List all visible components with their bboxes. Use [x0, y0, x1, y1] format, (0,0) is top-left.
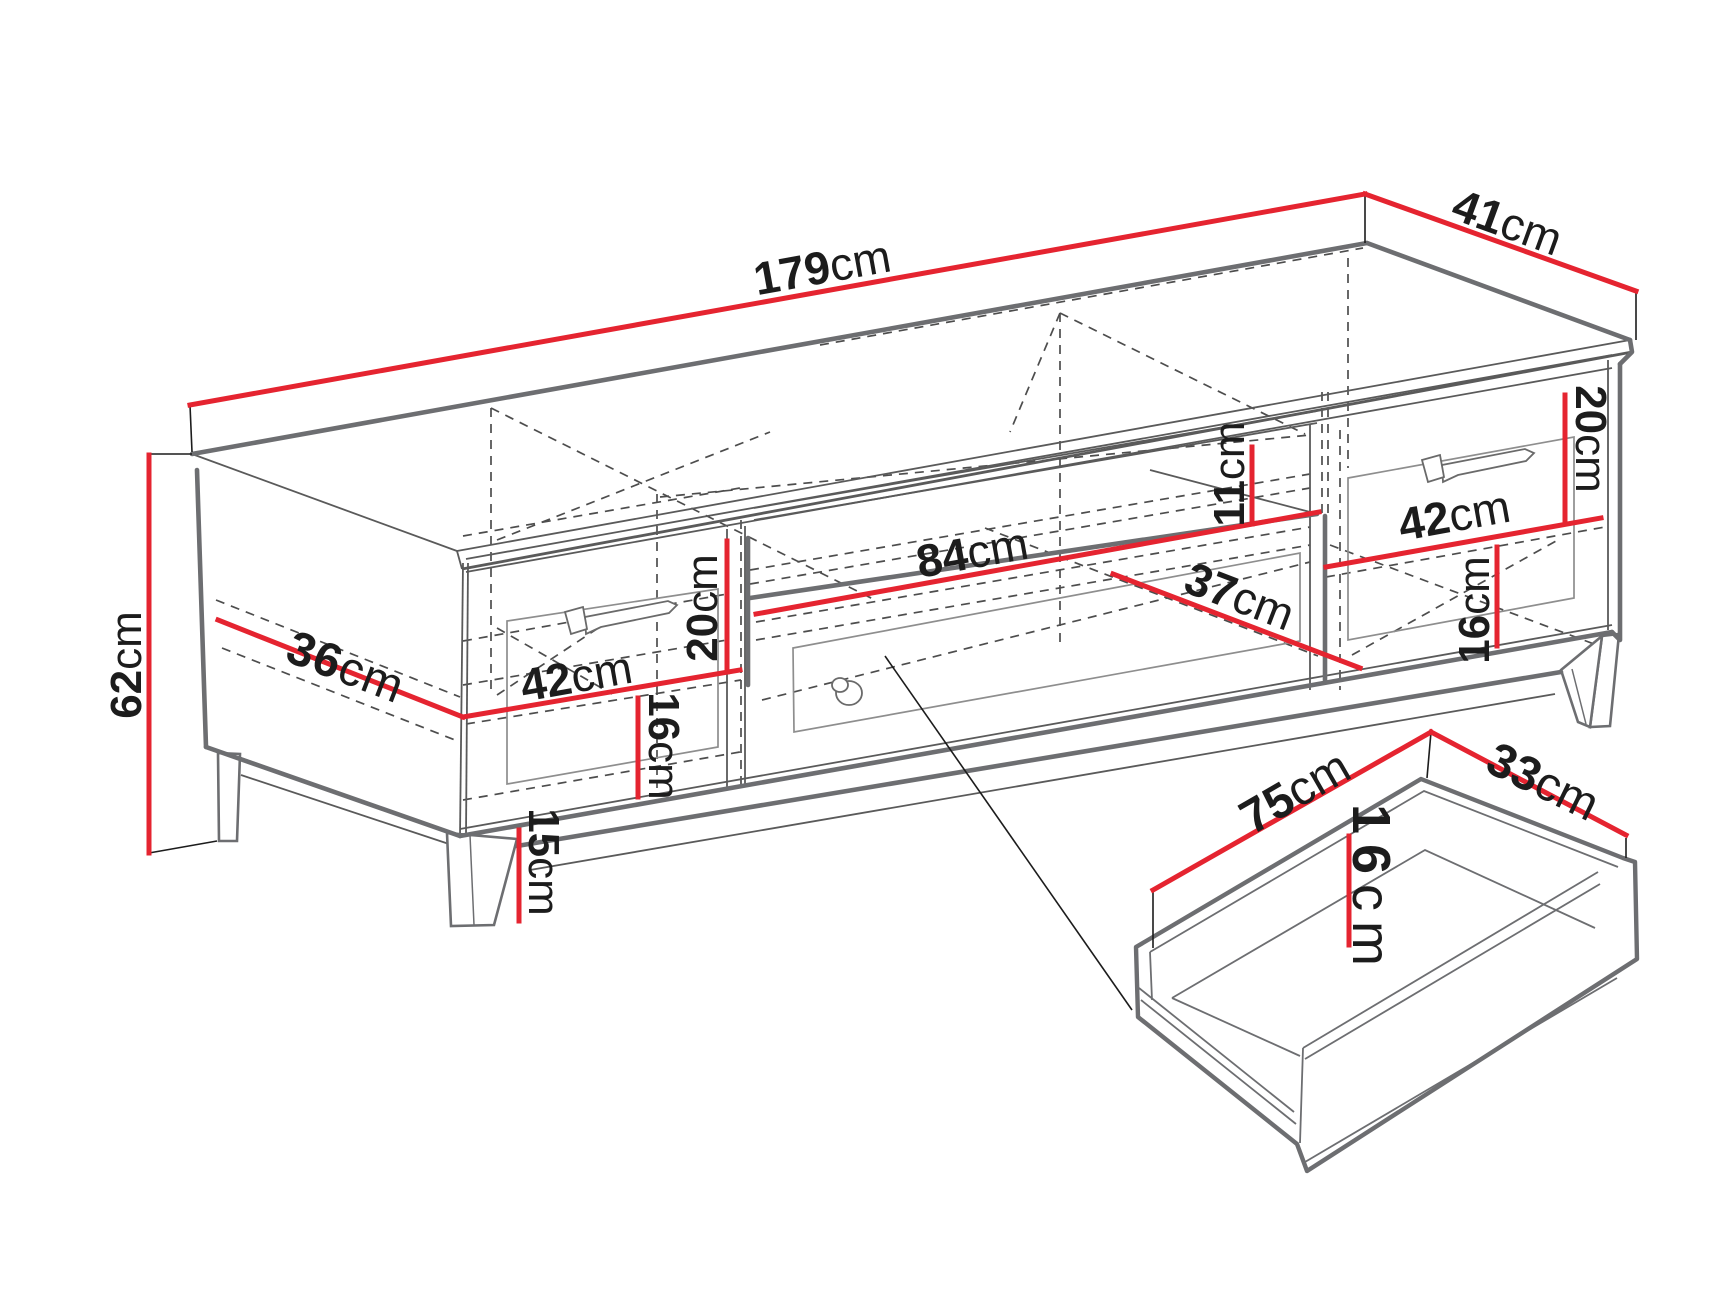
svg-text:15cm: 15cm [519, 808, 568, 916]
svg-text:11cm: 11cm [1205, 421, 1254, 526]
svg-text:20cm: 20cm [678, 554, 727, 662]
svg-text:16cm: 16cm [1450, 556, 1499, 664]
svg-text:16cm: 16cm [1341, 804, 1401, 976]
svg-text:16cm: 16cm [639, 692, 688, 800]
svg-text:42cm: 42cm [516, 641, 636, 712]
svg-text:62cm: 62cm [102, 611, 151, 719]
svg-text:84cm: 84cm [912, 517, 1032, 588]
svg-text:20cm: 20cm [1566, 385, 1615, 493]
svg-text:42cm: 42cm [1394, 480, 1514, 551]
